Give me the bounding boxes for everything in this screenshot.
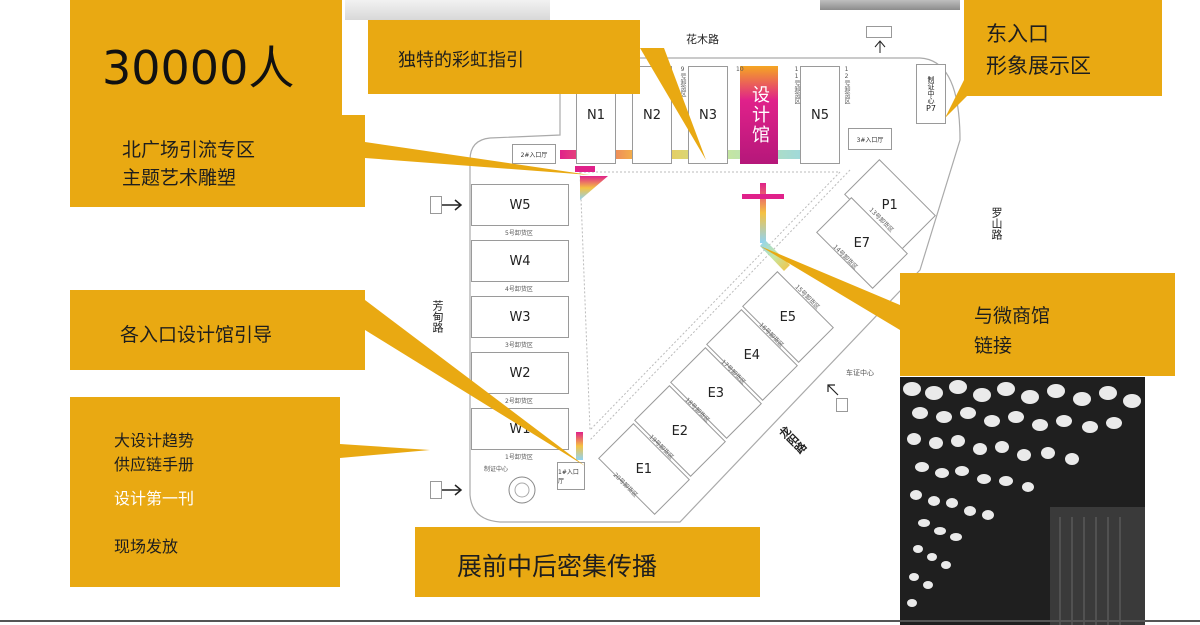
light-installation-photo [900,377,1145,625]
east-entry-callout: 东入口 形象展示区 [964,0,1162,96]
broadcast-callout: 展前中后密集传播 [415,527,760,597]
rainbow-guide-callout: 独特的彩虹指引 [368,20,640,94]
top-photo-left [345,0,550,20]
entry-3-label: 3#入口厅 [856,136,884,144]
hall-n1-label: N1 [587,107,605,123]
hanging-lights-image [900,377,1145,625]
booklet-line1: 大设计趋势 [114,431,195,450]
dock-w5-label: 5号卸货区 [505,230,533,237]
design-hall[interactable]: 设计馆 [740,66,778,164]
hall-n2-label: N2 [643,107,661,123]
hall-w3-label: W3 [509,309,531,325]
hall-w2-label: W2 [509,365,531,381]
east-entry-line2: 形象展示区 [986,54,1091,78]
visitors-count: 30000人 [102,41,295,95]
entry-3-hall[interactable]: 3#入口厅 [848,128,892,150]
hall-w4-label: W4 [509,253,531,269]
booklet-line2: 供应链手册 [114,455,195,474]
north-gate [866,26,892,38]
road-east: 罗山路 [990,207,1003,240]
entry-2-label: 2#入口厅 [520,151,548,159]
hall-n3-label: N3 [699,107,717,123]
west-gate-top [430,196,442,214]
wechat-line2: 链接 [974,335,1013,357]
dock-9-label: 9号卸货区 [679,66,686,97]
road-west: 芳甸路 [431,300,444,333]
north-plaza-line2: 主题艺术雕塑 [122,167,237,189]
dock-w4-label: 4号卸货区 [505,286,533,293]
cert-center-ne-label: 制证中心 [927,75,935,104]
rainbow-guide-text: 独特的彩虹指引 [398,50,524,71]
east-entry-line1: 东入口 [986,22,1049,46]
hall-w5-label: W5 [509,197,531,213]
west-gate-bottom [430,481,442,499]
broadcast-text: 展前中后密集传播 [457,552,658,581]
dock-w3-label: 3号卸货区 [505,342,533,349]
top-photo-right [820,0,960,10]
entry-1-label: 1#入口厅 [558,469,579,485]
design-hall-label: 设计馆 [749,85,770,145]
hall-n5-label: N5 [811,107,829,123]
dock-w2-label: 2号卸货区 [505,398,533,405]
hall-p7-label: P7 [926,103,936,113]
north-plaza-callout: 北广场引流专区 主题艺术雕塑 [70,115,365,207]
visitors-callout: 30000人 [70,0,342,115]
entry-guide-text: 各入口设计馆引导 [120,324,273,346]
entry-guide-callout: 各入口设计馆引导 [70,290,365,370]
dock-10-label: 10 [736,66,744,73]
hall-p7[interactable]: 制证中心 P7 [916,64,946,124]
entry-2-hall[interactable]: 2#入口厅 [512,144,556,164]
north-plaza-line1: 北广场引流专区 [122,139,256,161]
wechat-callout: 与微商馆 链接 [900,273,1175,376]
hall-w5[interactable]: W5 [471,184,569,226]
road-north: 花木路 [686,33,719,46]
dock-12-label: 12号卸货区 [843,66,850,104]
wechat-line1: 与微商馆 [974,305,1051,327]
booklet-callout: 大设计趋势 供应链手册 设计第一刊 现场发放 [70,397,340,587]
booklet-line3: 设计第一刊 [114,489,195,508]
hall-w3[interactable]: W3 [471,296,569,338]
dock-w1-label: 1号卸货区 [505,454,533,461]
car-cert-center-label: 车证中心 [846,369,874,377]
dock-11-label: 11号卸货区 [793,66,800,104]
southeast-gate [836,398,848,412]
hall-w2[interactable]: W2 [471,352,569,394]
hall-n5[interactable]: N5 [800,66,840,164]
bottom-rule [0,620,1200,622]
booklet-line4: 现场发放 [114,537,179,556]
entry-1-hall[interactable]: 1#入口厅 [557,462,585,490]
cert-center-sw-label: 制证中心 [484,466,509,473]
hall-w4[interactable]: W4 [471,240,569,282]
